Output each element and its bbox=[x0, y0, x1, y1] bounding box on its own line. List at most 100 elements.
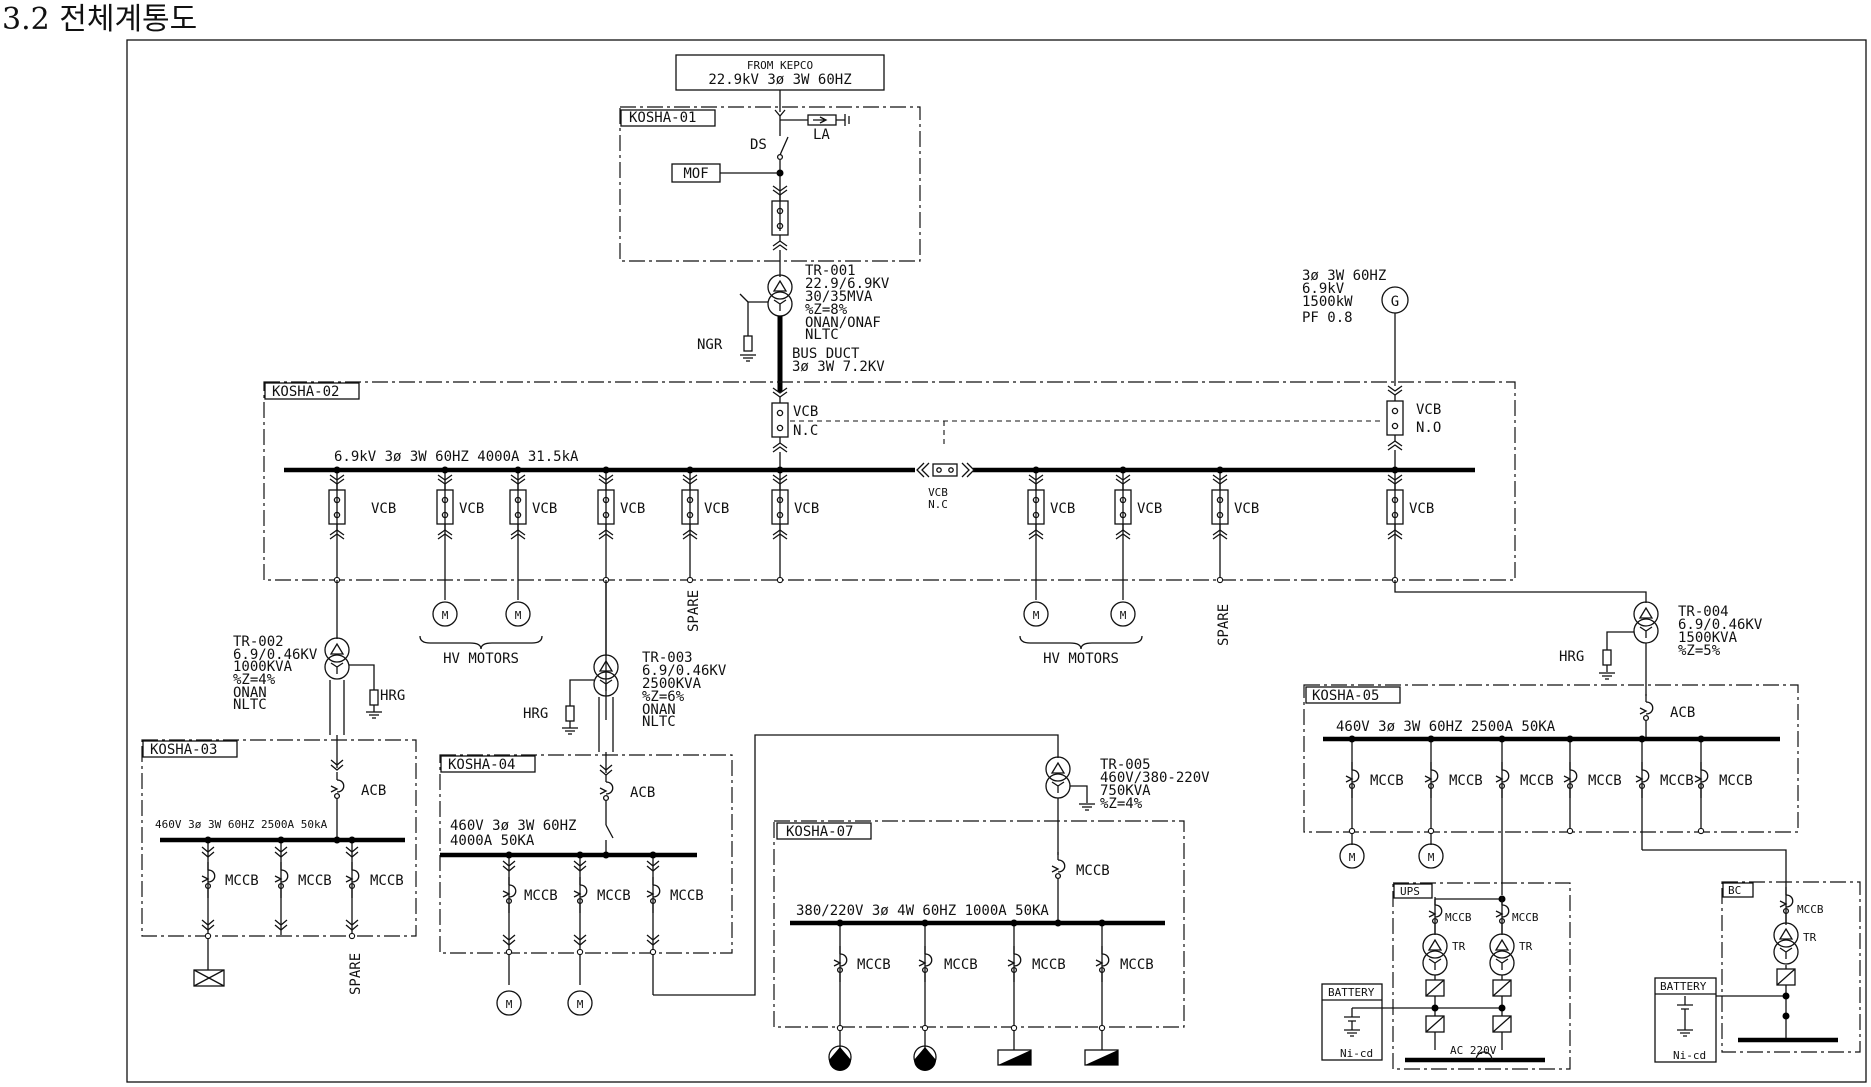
generator-line1: 3ø 3W 60HZ bbox=[1302, 268, 1386, 284]
motor-m4: M bbox=[1120, 609, 1127, 622]
supply-line1: FROM KEPCO bbox=[747, 59, 813, 72]
load-box-icon bbox=[193, 969, 225, 987]
tr-002-line3: 1000KVA bbox=[233, 659, 293, 675]
ups-mccb-2: MCCB bbox=[1512, 911, 1539, 924]
main-incomer-nc-label: N.C bbox=[793, 423, 818, 439]
motor-m5: M bbox=[506, 998, 513, 1011]
panel-kosha-03 bbox=[141, 739, 417, 937]
tr-001-line6: NLTC bbox=[805, 327, 839, 343]
tr-001-line5: ONAN/ONAF bbox=[805, 315, 881, 331]
kosha-07-bus-label: 380/220V 3ø 4W 60HZ 1000A 50KA bbox=[796, 903, 1049, 919]
panel-kosha-01 bbox=[619, 106, 921, 262]
hv-motors-label-right: HV MOTORS bbox=[1043, 651, 1119, 667]
feeder-vcb-label-6: VCB bbox=[794, 501, 819, 517]
ups-tr-2: TR bbox=[1519, 940, 1533, 953]
pump-icon bbox=[828, 1045, 852, 1071]
tr-005-line1: TR-005 bbox=[1100, 757, 1151, 773]
feeder-vcb-label-1: VCB bbox=[371, 501, 396, 517]
panel-kosha-07 bbox=[773, 820, 1185, 1028]
tr-004-line1: TR-004 bbox=[1678, 604, 1729, 620]
battery-2-nicd: Ni-cd bbox=[1673, 1049, 1706, 1062]
feeder-vcb-label-5: VCB bbox=[704, 501, 729, 517]
kosha-05-mccb-5: MCCB bbox=[1660, 773, 1694, 789]
kosha-07-mccb-1: MCCB bbox=[857, 957, 891, 973]
panel-kosha-03-label: KOSHA-03 bbox=[150, 742, 217, 758]
panel-bc-label: BC bbox=[1728, 884, 1741, 897]
ups-mccb-1: MCCB bbox=[1445, 911, 1472, 924]
kosha-03-mccb-2: MCCB bbox=[298, 873, 332, 889]
battery-1-label: BATTERY bbox=[1328, 986, 1375, 999]
hv-motors-right: M M HV MOTORS bbox=[1019, 601, 1143, 667]
mof-label: MOF bbox=[683, 166, 708, 182]
battery-2-label: BATTERY bbox=[1660, 980, 1707, 993]
pump-icon bbox=[913, 1045, 937, 1071]
feeder-vcb-label-9: VCB bbox=[1234, 501, 1259, 517]
tr-004-line2: 6.9/0.46KV bbox=[1678, 617, 1763, 633]
tr-001-line1: TR-001 bbox=[805, 263, 856, 279]
tr-001-line2: 22.9/6.9KV bbox=[805, 276, 890, 292]
motor-m8: M bbox=[1428, 851, 1435, 864]
generator-line3: 1500kW bbox=[1302, 294, 1353, 310]
kosha-03-acb-label: ACB bbox=[361, 783, 386, 799]
tr-003-line2: 6.9/0.46KV bbox=[642, 663, 727, 679]
tr-003-line6: NLTC bbox=[642, 714, 676, 730]
page-heading: 3.2 전체계통도 bbox=[2, 2, 198, 37]
kosha-07-equipment: MCCB 380/220V 3ø 4W 60HZ 1000A 50KA MCCB… bbox=[790, 851, 1165, 1071]
panel-kosha-07-label: KOSHA-07 bbox=[786, 824, 853, 840]
ups-equipment: MCCB MCCB TR TR AC 220V bbox=[1382, 895, 1545, 1063]
panel-kosha-02-label: KOSHA-02 bbox=[272, 384, 339, 400]
tr-003-line3: 2500KVA bbox=[642, 676, 702, 692]
tr-002-line2: 6.9/0.46KV bbox=[233, 647, 318, 663]
gen-incomer-no-label: N.O bbox=[1416, 420, 1441, 436]
kosha-05-mccb-6: MCCB bbox=[1719, 773, 1753, 789]
kosha-04-bus-label-1: 460V 3ø 3W 60HZ bbox=[450, 818, 576, 834]
gen-incomer-vcb bbox=[1386, 385, 1404, 451]
generator-line2: 6.9kV bbox=[1302, 281, 1345, 297]
kosha-07-mccb-3: MCCB bbox=[1032, 957, 1066, 973]
gen-incomer-vcb-label: VCB bbox=[1416, 402, 1441, 418]
kosha-07-main-mccb: MCCB bbox=[1076, 863, 1110, 879]
bus-tie-nc-label: N.C bbox=[928, 498, 948, 511]
hv-bus-label: 6.9kV 3ø 3W 60HZ 4000A 31.5kA bbox=[334, 449, 579, 465]
panel-kosha-04-label: KOSHA-04 bbox=[448, 757, 515, 773]
kosha-05-acb-label: ACB bbox=[1670, 705, 1695, 721]
feeder-vcb-label-3: VCB bbox=[532, 501, 557, 517]
battery-box-1 bbox=[1321, 983, 1383, 1061]
kosha-05-mccb-1: MCCB bbox=[1370, 773, 1404, 789]
kosha-03-equipment: ACB 460V 3ø 3W 60HZ 2500A 50kA MCCB MCCB… bbox=[155, 735, 405, 995]
motor-m3: M bbox=[1033, 609, 1040, 622]
motor-m1: M bbox=[442, 609, 449, 622]
battery-icon bbox=[1677, 996, 1693, 1037]
tr-005-line2: 460V/380-220V bbox=[1100, 770, 1210, 786]
hv-motors-label-left: HV MOTORS bbox=[443, 651, 519, 667]
kosha-04-mccb-3: MCCB bbox=[670, 888, 704, 904]
ups-tr-1: TR bbox=[1452, 940, 1466, 953]
ds-label: DS bbox=[750, 137, 767, 153]
feeder-vcb-label-4: VCB bbox=[620, 501, 645, 517]
battery-1-nicd: Ni-cd bbox=[1340, 1047, 1373, 1060]
tr-002-line4: %Z=4% bbox=[233, 672, 276, 688]
la-label: LA bbox=[813, 127, 830, 143]
panel-bc bbox=[1721, 881, 1861, 1053]
bc-equipment: MCCB TR bbox=[1716, 882, 1838, 1043]
tr-001: NGR TR-001 22.9/6.9KV 30/35MVA %Z=8% ONA… bbox=[697, 250, 890, 392]
kosha-07-mccb-2: MCCB bbox=[944, 957, 978, 973]
tr-004-line4: %Z=5% bbox=[1678, 643, 1721, 659]
heater-icon bbox=[997, 1049, 1032, 1066]
tr-002-hrg-label: HRG bbox=[380, 688, 405, 704]
bus-duct-line2: 3ø 3W 7.2KV bbox=[792, 359, 885, 375]
ngr-label: NGR bbox=[697, 337, 723, 353]
tr-001-line3: 30/35MVA bbox=[805, 289, 873, 305]
bus-tie-vcb: VCB N.C bbox=[915, 462, 975, 511]
kosha-04-mccb-1: MCCB bbox=[524, 888, 558, 904]
tr-002-line1: TR-002 bbox=[233, 634, 284, 650]
drawing-frame bbox=[126, 39, 1867, 1083]
feeder-vcb-label-10: VCB bbox=[1409, 501, 1434, 517]
kosha-01-equipment: MOF DS LA bbox=[671, 90, 850, 251]
generator-symbol: G bbox=[1391, 294, 1399, 310]
tr-003-hrg-label: HRG bbox=[523, 706, 548, 722]
tr-003-line1: TR-003 bbox=[642, 650, 693, 666]
kosha-05-mccb-3: MCCB bbox=[1520, 773, 1554, 789]
kosha-03-bus-label: 460V 3ø 3W 60HZ 2500A 50kA bbox=[155, 818, 328, 831]
